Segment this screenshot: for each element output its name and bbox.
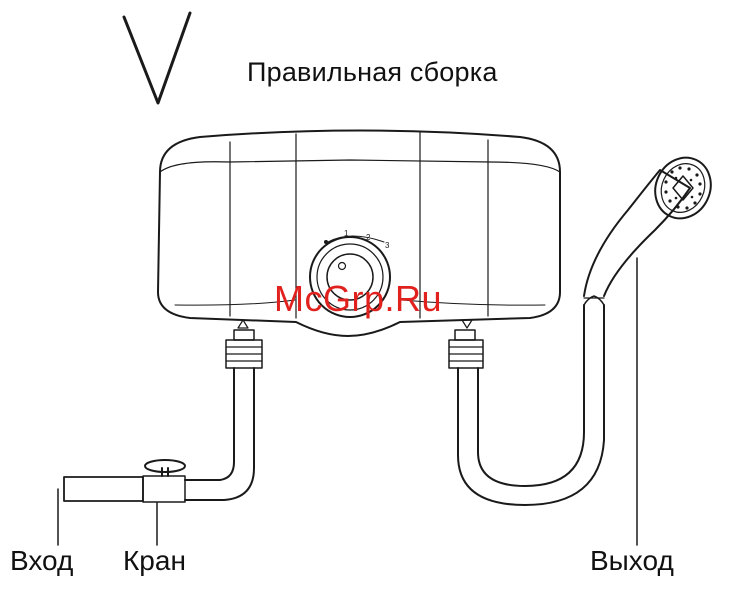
- outlet-marker-icon: [462, 320, 472, 328]
- outlet-fitting: [449, 330, 483, 368]
- shower-hose: [458, 296, 604, 505]
- tap-label: Кран: [123, 545, 186, 577]
- watermark: McGrp.Ru: [274, 278, 442, 320]
- dial-mark-2: 2: [366, 233, 371, 242]
- shower-head-icon: [584, 148, 721, 296]
- check-mark-icon: [124, 13, 190, 103]
- tap-valve: [143, 460, 185, 502]
- outlet-label: Выход: [590, 545, 674, 577]
- inlet-marker-icon: [238, 320, 248, 328]
- dial-mark-3: 3: [385, 241, 390, 250]
- inlet-fitting: [226, 330, 262, 368]
- inlet-label: Вход: [10, 545, 73, 577]
- dial-mark-1: 1: [344, 229, 349, 238]
- inlet-pipe: [185, 368, 254, 500]
- inlet-pipe-stub: [64, 477, 143, 501]
- diagram-title: Правильная сборка: [247, 57, 498, 88]
